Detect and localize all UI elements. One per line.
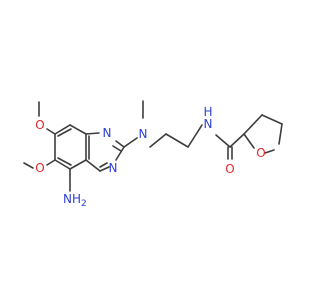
- bond: [112, 145, 122, 152]
- amino-label: NH2: [63, 192, 87, 209]
- pyrimidine-ring: [85, 132, 125, 172]
- n-methyl-group: [123, 100, 144, 148]
- ring-nitrogen-top-label: N: [103, 126, 112, 140]
- bond: [187, 124, 203, 148]
- ring-oxygen-label: O: [256, 146, 265, 160]
- bond: [69, 124, 87, 135]
- bond: [85, 159, 101, 172]
- bond: [46, 159, 56, 166]
- bond: [243, 114, 263, 135]
- bond: [57, 157, 72, 166]
- methoxy-bottom-oxygen-label: O: [35, 161, 44, 175]
- amino-nh-text: NH: [63, 192, 81, 206]
- bond: [54, 159, 71, 170]
- methoxy-bottom: [23, 159, 56, 169]
- amine-nitrogen-label: N: [139, 127, 148, 141]
- thf-ring: [243, 114, 283, 154]
- bond: [278, 123, 283, 145]
- bond: [149, 133, 167, 148]
- bond: [85, 132, 100, 135]
- bond: [243, 133, 255, 149]
- bond: [115, 140, 125, 148]
- bond: [123, 137, 138, 148]
- carbonyl-oxygen-label: O: [225, 162, 234, 176]
- bond: [115, 146, 125, 161]
- bond: [229, 133, 245, 148]
- bond: [57, 128, 72, 137]
- amide-nitrogen-label: N: [204, 117, 213, 131]
- bond: [99, 166, 110, 172]
- propyl-chain: [149, 124, 203, 148]
- bond: [261, 114, 283, 125]
- bond: [165, 133, 189, 148]
- amino-subscript: 2: [81, 199, 87, 209]
- benzene-ring: [54, 124, 87, 170]
- bond: [46, 128, 56, 135]
- bond: [264, 149, 275, 154]
- bond: [54, 124, 71, 135]
- amide-group: [215, 133, 245, 160]
- ring-nitrogen-bottom-label: N: [109, 161, 118, 175]
- bond: [69, 159, 87, 170]
- amide-hydrogen-label: H: [203, 105, 212, 119]
- bond: [23, 162, 34, 169]
- bond: [99, 162, 108, 168]
- bond: [215, 134, 231, 148]
- methoxy-top-oxygen-label: O: [35, 118, 44, 132]
- molecule-diagram: N H O O N N N O O NH2: [23, 100, 283, 209]
- structure-svg: N H O O N N N O O NH2: [23, 100, 283, 209]
- methoxy-top: [38, 101, 56, 135]
